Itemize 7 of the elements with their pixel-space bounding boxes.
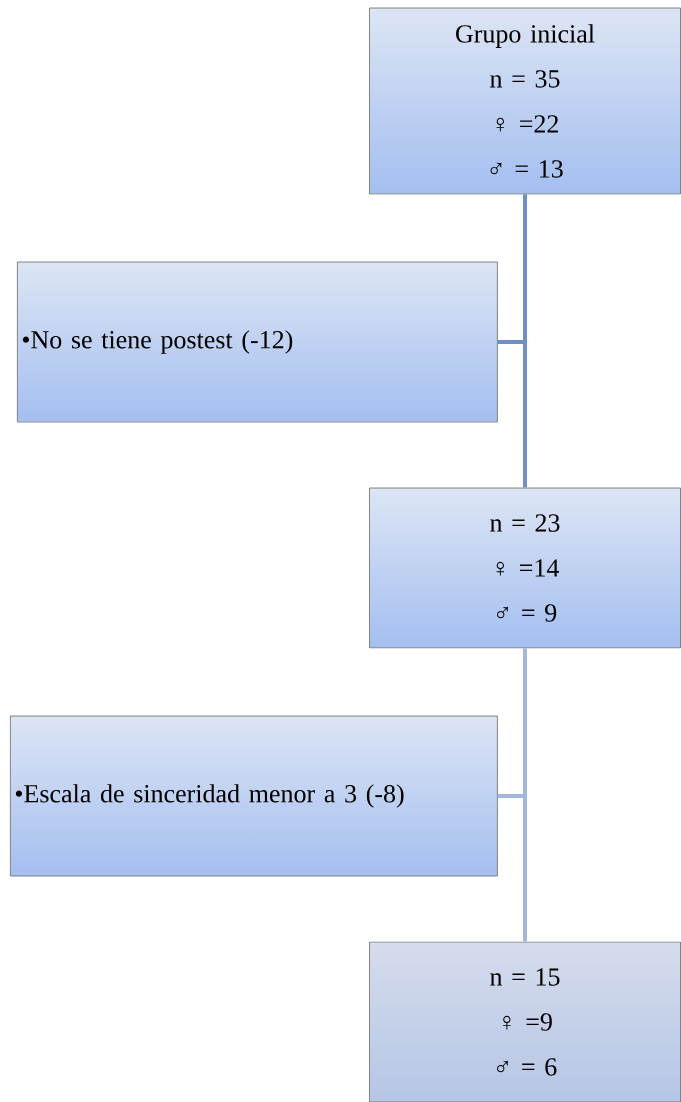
exclusion-box: •Escala de sinceridad menor a 3 (-8) <box>10 715 498 877</box>
connector-line <box>523 194 527 488</box>
group-box: n = 23 ♀ =14 ♂ = 9 <box>369 487 681 649</box>
connector-line <box>523 648 527 942</box>
group-box: Grupo inicial n = 35 ♀ =22 ♂ = 13 <box>369 7 681 195</box>
exclusion-box: •No se tiene postest (-12) <box>17 261 498 423</box>
group-box: n = 15 ♀ =9 ♂ = 6 <box>369 941 681 1102</box>
